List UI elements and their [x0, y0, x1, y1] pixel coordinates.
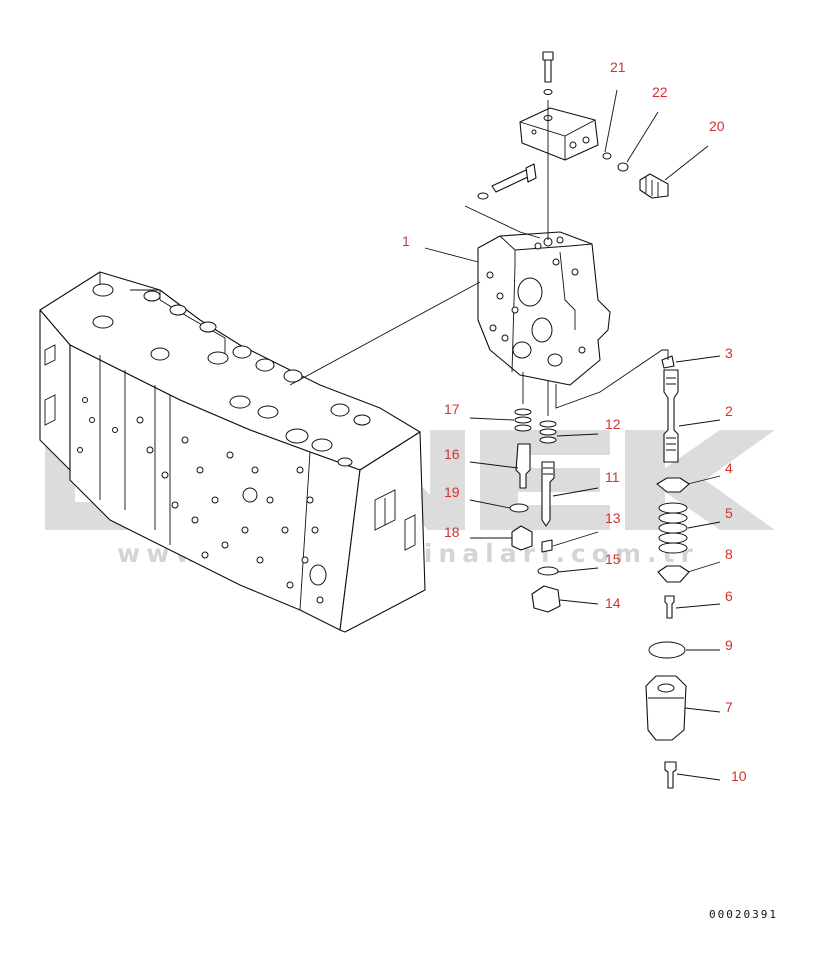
callout-3: 3: [725, 345, 733, 361]
plug-14: [531, 585, 561, 613]
block-top-ports: [92, 283, 371, 467]
o-ring-15: [537, 566, 559, 576]
seat-13: [541, 539, 553, 553]
right-parts-stack: [645, 355, 690, 789]
valve-16: [515, 443, 531, 489]
callout-7: 7: [725, 699, 733, 715]
callout-20: 20: [709, 118, 725, 134]
callout-4: 4: [725, 460, 733, 476]
spring-5: [658, 502, 688, 554]
callout-21: 21: [610, 59, 626, 75]
side-bolt: [477, 163, 537, 200]
callout-10: 10: [731, 768, 747, 784]
callout-2: 2: [725, 403, 733, 419]
top-bolt: [542, 51, 554, 95]
callout-8: 8: [725, 546, 733, 562]
callout-15: 15: [605, 551, 621, 567]
valve-section-body: [477, 231, 611, 386]
plug-18: [511, 525, 533, 551]
callout-14: 14: [605, 595, 621, 611]
callout-9: 9: [725, 637, 733, 653]
spring-12: [539, 420, 557, 444]
spool-11: [541, 461, 555, 527]
cap-7: [645, 675, 687, 741]
callout-22: 22: [652, 84, 668, 100]
assembly-lines: [289, 100, 669, 416]
spring-17: [514, 408, 532, 432]
callout-16: 16: [444, 446, 460, 462]
o-ring-22: [617, 162, 629, 172]
callout-labels: 1 21 22 20 3 2 4 5 8 6 9 7 10 17 12 16 1…: [402, 59, 747, 784]
callout-6: 6: [725, 588, 733, 604]
callout-12: 12: [605, 416, 621, 432]
block-side-holes: [77, 397, 324, 604]
o-ring-21: [602, 152, 612, 160]
o-ring-9: [648, 641, 686, 659]
middle-parts: [509, 408, 561, 613]
leader-lines: [424, 89, 721, 781]
callout-18: 18: [444, 524, 460, 540]
callout-13: 13: [605, 510, 621, 526]
callout-5: 5: [725, 505, 733, 521]
callout-19: 19: [444, 484, 460, 500]
main-valve-block: [39, 271, 426, 633]
top-cover-block: [519, 107, 599, 161]
plug-20: [639, 173, 669, 199]
callout-11: 11: [605, 469, 620, 485]
callout-1: 1: [402, 233, 410, 249]
o-ring-19: [509, 503, 529, 513]
drawing-number: 00020391: [709, 908, 778, 921]
callout-17: 17: [444, 401, 460, 417]
